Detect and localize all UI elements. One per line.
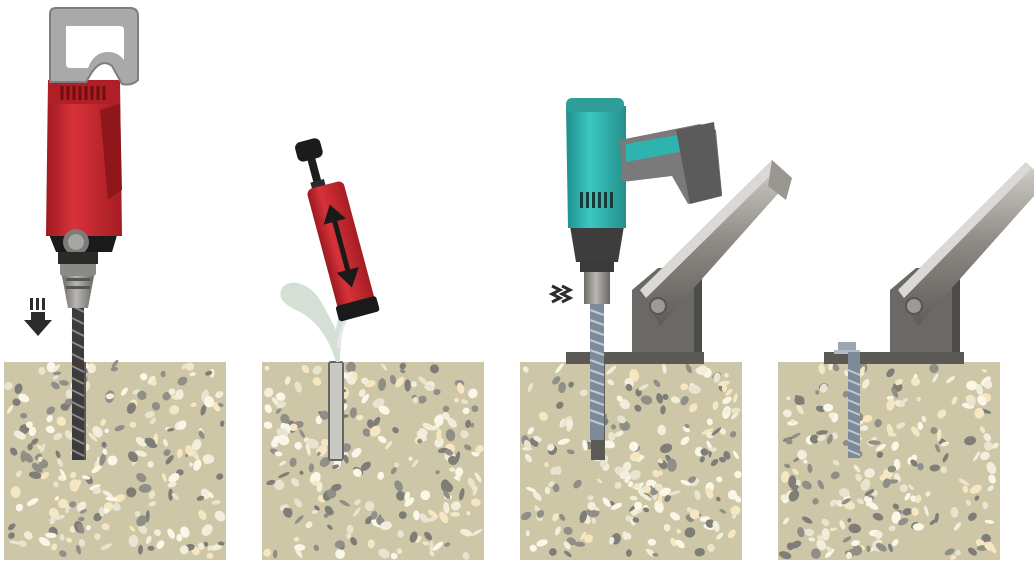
- concrete-block-3: [520, 362, 743, 560]
- concrete-block-4: [778, 360, 1000, 561]
- drill-bit: [72, 300, 84, 460]
- inclined-beam-installed: [898, 162, 1034, 326]
- wrench-socket: [580, 262, 614, 304]
- anchor-bolt-installing: [590, 300, 604, 440]
- spring-icon: [552, 286, 570, 302]
- concrete-block-2: [262, 361, 485, 561]
- base-plate: [566, 352, 704, 364]
- cleaned-hole: [329, 362, 343, 460]
- hammer-action-icon: [24, 298, 52, 336]
- hammer-drill-handle: [50, 8, 138, 85]
- hammer-drill-body: [46, 80, 122, 264]
- drill-chuck: [60, 262, 96, 308]
- concrete-block-1: [3, 359, 228, 560]
